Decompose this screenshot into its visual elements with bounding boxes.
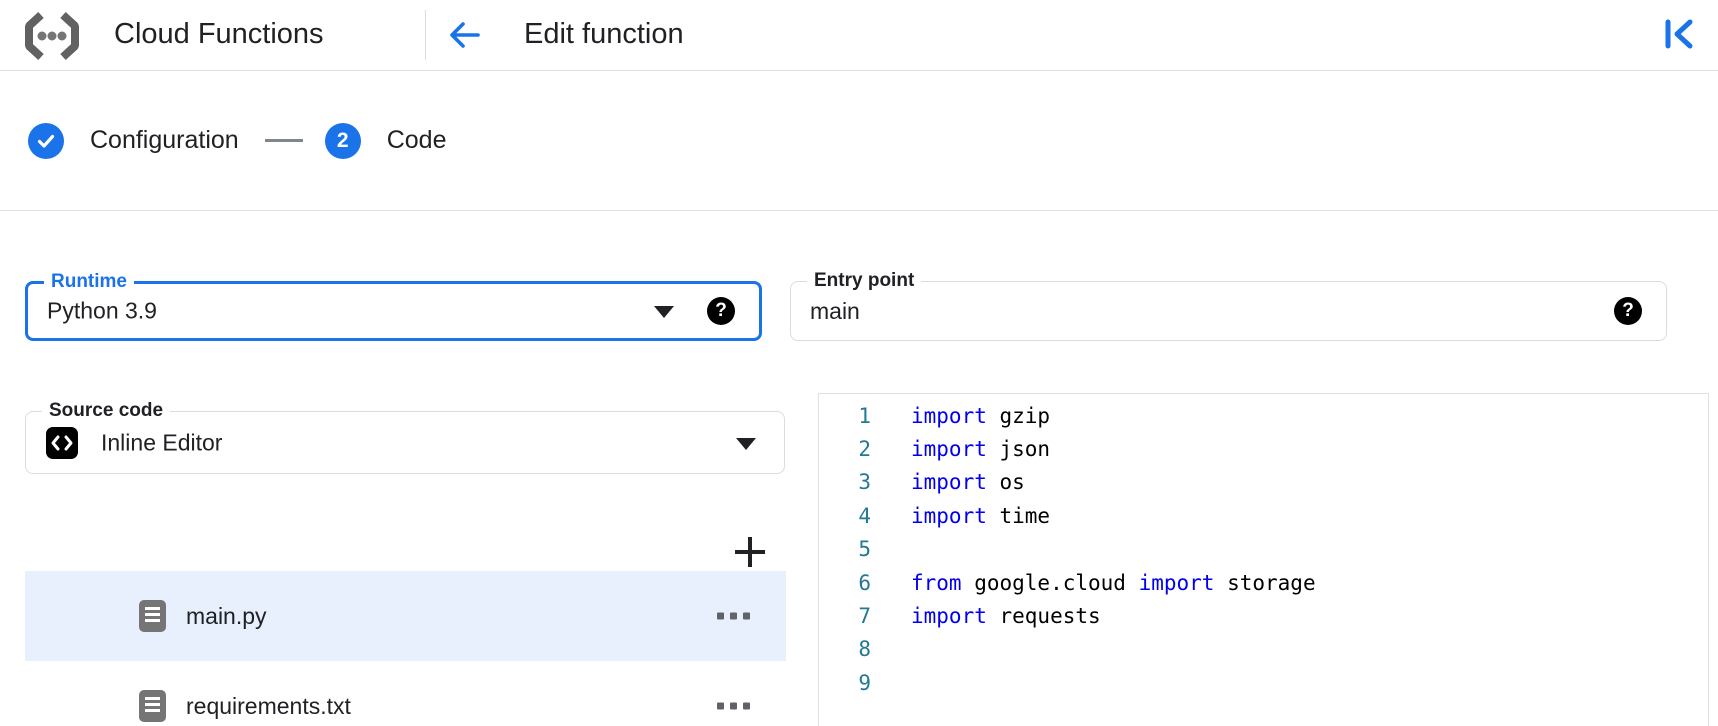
file-name: main.py <box>186 602 267 629</box>
source-code-label: Source code <box>42 400 171 422</box>
code-line-2[interactable]: 2 import json <box>819 432 1708 465</box>
wizard-stepper: Configuration 2 Code <box>0 71 1718 211</box>
runtime-help-icon[interactable]: ? <box>707 297 735 325</box>
line-content: import time <box>911 503 1051 528</box>
inline-editor-code-icon <box>46 426 78 459</box>
header-divider <box>425 10 426 60</box>
file-more-options-icon[interactable] <box>713 699 754 714</box>
step-code-label[interactable]: Code <box>386 126 447 154</box>
runtime-label: Runtime <box>44 271 134 293</box>
cloud-functions-logo-icon <box>24 12 80 65</box>
runtime-value: Python 3.9 <box>47 297 157 324</box>
collapse-panel-icon[interactable] <box>1662 18 1696 52</box>
add-file-button[interactable] <box>712 514 750 552</box>
file-row-requirements.txt[interactable]: requirements.txt <box>25 661 786 726</box>
line-number: 9 <box>858 670 871 695</box>
file-row-main.py[interactable]: main.py <box>25 571 786 661</box>
line-number: 4 <box>858 503 871 528</box>
entry-point-field: Entry point ? <box>790 270 1667 341</box>
line-number: 3 <box>858 470 871 495</box>
line-number: 2 <box>858 437 871 462</box>
step-code-number-badge[interactable]: 2 <box>324 122 361 159</box>
page-title: Edit function <box>524 18 684 50</box>
entry-point-input[interactable] <box>810 282 1423 340</box>
line-content: from google.cloud import storage <box>911 570 1316 595</box>
code-line-5[interactable]: 5 <box>819 533 1708 566</box>
line-content: import json <box>911 437 1051 462</box>
line-number: 6 <box>858 570 871 595</box>
line-number: 8 <box>858 637 871 662</box>
code-line-3[interactable]: 3 import os <box>819 466 1708 499</box>
file-list: main.py requirements.txt <box>25 571 786 726</box>
code-line-8[interactable]: 8 <box>819 633 1708 666</box>
line-number: 1 <box>858 403 871 428</box>
file-document-icon <box>139 600 166 632</box>
line-content: import requests <box>911 604 1101 629</box>
app-header: Cloud Functions Edit function <box>0 0 1718 71</box>
code-line-6[interactable]: 6 from google.cloud import storage <box>819 566 1708 599</box>
back-arrow-icon[interactable] <box>446 17 484 55</box>
entry-point-help-icon[interactable]: ? <box>1614 297 1642 325</box>
line-number: 7 <box>858 604 871 629</box>
file-more-options-icon[interactable] <box>713 609 754 624</box>
file-document-icon <box>139 690 166 722</box>
runtime-select[interactable]: Runtime Python 3.9 ? <box>25 271 762 341</box>
code-line-4[interactable]: 4 import time <box>819 499 1708 532</box>
code-lines: 1 import gzip 2 import json 3 import os 4 impor… <box>819 399 1708 700</box>
source-code-select[interactable]: Source code Inline Editor <box>25 400 785 474</box>
dropdown-arrow-icon[interactable] <box>654 306 674 318</box>
source-code-value: Inline Editor <box>101 429 223 455</box>
code-editor[interactable]: 1 import gzip 2 import json 3 import os 4 impor… <box>818 393 1709 726</box>
code-line-9[interactable]: 9 <box>819 666 1708 699</box>
step-configuration-check-icon[interactable] <box>28 122 64 159</box>
file-name: requirements.txt <box>186 692 351 719</box>
line-content: import os <box>911 470 1025 495</box>
line-number: 5 <box>858 537 871 562</box>
product-title: Cloud Functions <box>114 18 324 50</box>
stepper-connector <box>264 139 303 142</box>
step-configuration-label[interactable]: Configuration <box>90 126 239 154</box>
dropdown-arrow-icon[interactable] <box>736 437 756 450</box>
code-line-1[interactable]: 1 import gzip <box>819 399 1708 432</box>
code-line-7[interactable]: 7 import requests <box>819 599 1708 632</box>
line-content: import gzip <box>911 403 1051 428</box>
